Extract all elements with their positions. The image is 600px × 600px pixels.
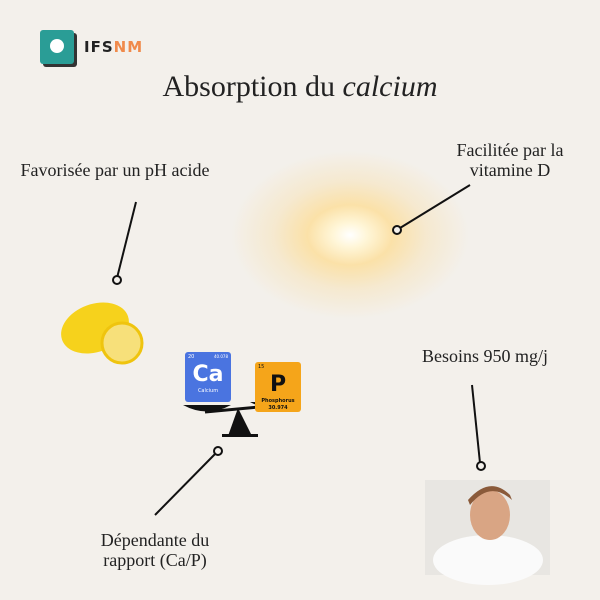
ph-label: Favorisée par un pH acide <box>20 160 210 180</box>
calcium-symbol: Ca <box>192 362 224 387</box>
phosphorus-name: Phosphorus <box>261 398 295 404</box>
ratio-label-line1: Dépendante du <box>100 530 210 550</box>
needs-label: Besoins 950 mg/j <box>421 346 548 366</box>
phosphorus-element-card: 15 30.974 P Phosphorus 30.974 <box>255 362 301 412</box>
logo-text-accent: NM <box>113 38 144 56</box>
calcium-mass: 40.078 <box>214 354 228 359</box>
logo-icon <box>40 30 74 64</box>
logo-text: IFSNM <box>84 38 143 56</box>
ratio-label-line2: rapport (Ca/P) <box>103 550 207 570</box>
phosphorus-mass: 30.974 <box>268 405 288 411</box>
man-photo <box>425 480 550 585</box>
sun-image <box>230 150 470 320</box>
vitamin-d-label: Facilitée par la vitamine D <box>456 140 564 180</box>
calcium-number: 20 <box>188 354 195 360</box>
phosphorus-symbol: P <box>269 372 287 397</box>
title-italic: calcium <box>342 70 438 103</box>
logo-text-dark: IFS <box>84 38 114 56</box>
calcium-element-card: 20 40.078 Ca Calcium <box>185 352 231 402</box>
lemon-image <box>61 302 144 365</box>
phosphorus-number: 15 <box>258 364 265 370</box>
calcium-name: Calcium <box>197 388 219 394</box>
title-main: Absorption du <box>162 70 343 103</box>
page-title: Absorption du calcium <box>0 70 600 104</box>
